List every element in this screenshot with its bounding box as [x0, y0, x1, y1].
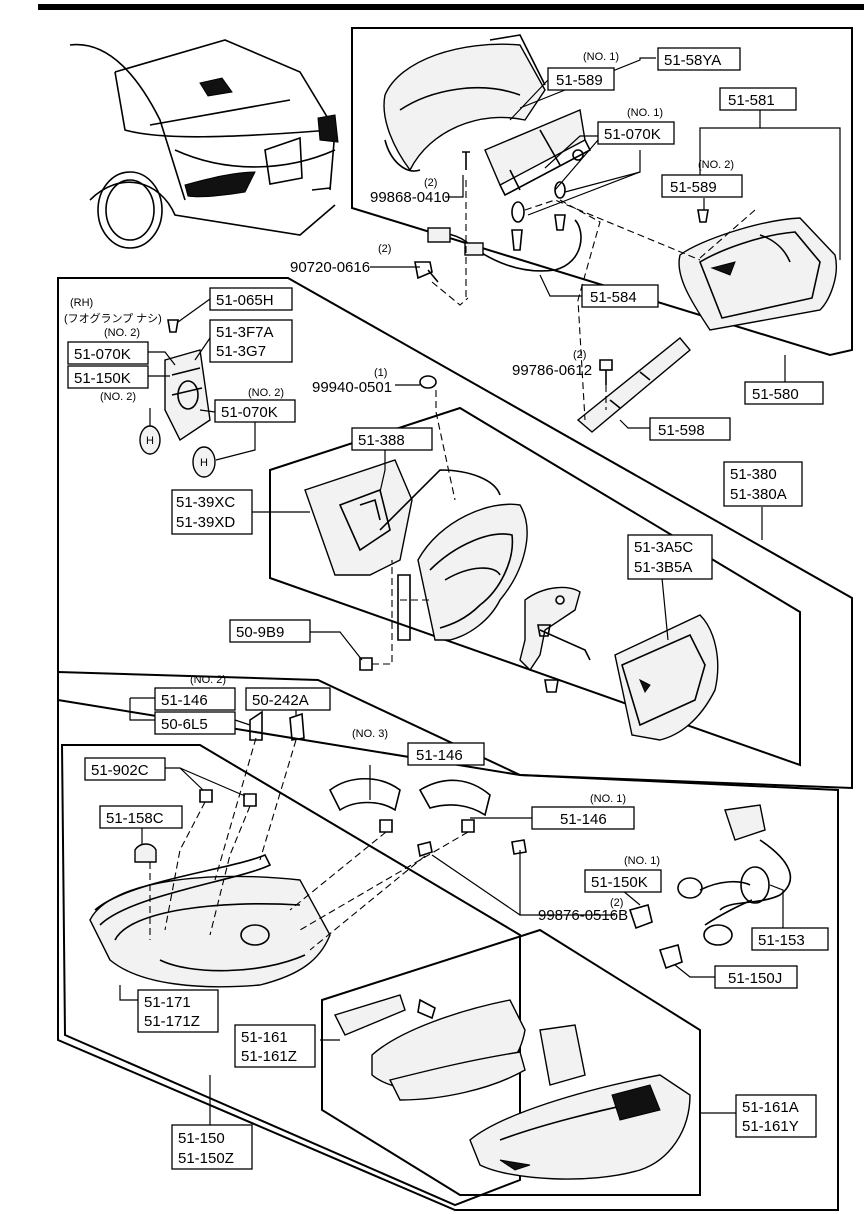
- high-mount-lamp-housing: [383, 34, 592, 197]
- high-mount-lens: [678, 217, 837, 331]
- label-51-150k-rh: 51-150K: [74, 370, 131, 387]
- lens-components-bottom: [334, 994, 691, 1180]
- partno-99786-0612: 99786-0612: [512, 362, 592, 379]
- note-two-c: (2): [573, 349, 586, 361]
- note-rh: (RH): [70, 297, 93, 309]
- bulb-mark-h1: H: [146, 435, 154, 447]
- rear-lamp-housing-gasket: [304, 459, 413, 576]
- part-labels: 51-58YA 51-589 51-070K 51-581 51-589 51-…: [67, 47, 829, 1170]
- screws-bottom: [417, 839, 527, 858]
- bulb-mark-h2: H: [200, 457, 208, 469]
- label-51-161z: 51-161Z: [241, 1048, 297, 1065]
- label-51-39xc: 51-39XC: [176, 494, 235, 511]
- note-no1-a: (NO. 1): [583, 51, 619, 63]
- label-51-146-a: 51-146: [161, 692, 208, 709]
- label-51-171: 51-171: [144, 994, 191, 1011]
- partno-99876-0516b: 99876-0516B: [538, 907, 628, 924]
- label-51-070k-rh2: 51-070K: [221, 404, 278, 421]
- note-no3: (NO. 3): [352, 728, 388, 740]
- label-51-39xd: 51-39XD: [176, 514, 235, 531]
- partno-99940-0501: 99940-0501: [312, 379, 392, 396]
- label-51-065h: 51-065H: [216, 292, 274, 309]
- screws-mid: [359, 624, 559, 693]
- label-51-584: 51-584: [590, 289, 637, 306]
- label-51-580: 51-580: [752, 386, 799, 403]
- note-two-a: (2): [424, 177, 437, 189]
- label-51-158c: 51-158C: [106, 810, 164, 827]
- rear-combination-lamp-body: [89, 853, 331, 988]
- label-51-380a: 51-380A: [730, 486, 787, 503]
- label-51-388: 51-388: [358, 432, 405, 449]
- label-51-161y: 51-161Y: [742, 1118, 799, 1135]
- label-50-6l5: 50-6L5: [161, 716, 208, 733]
- note-no1-c: (NO. 1): [590, 793, 626, 805]
- label-51-3b5a: 51-3B5A: [634, 559, 692, 576]
- label-51-146-c: 51-146: [560, 811, 607, 828]
- note-no2-d: (NO. 2): [248, 387, 284, 399]
- label-50-9b9: 50-9B9: [236, 624, 284, 641]
- note-no2-b: (NO. 2): [104, 327, 140, 339]
- label-51-161a: 51-161A: [742, 1099, 799, 1116]
- label-51-150z: 51-150Z: [178, 1150, 234, 1167]
- label-51-150k-b: 51-150K: [591, 874, 648, 891]
- label-51-150: 51-150: [178, 1130, 225, 1147]
- lamp-assy-panel: [269, 406, 801, 767]
- wiring-harness: [628, 804, 792, 970]
- high-mount-panel: [351, 27, 853, 357]
- annotations: (NO. 1) (NO. 1) (NO. 2) (2) 99868-0410 (…: [64, 51, 734, 924]
- lens-subpanel: [321, 928, 701, 1196]
- rear-lamp-body: [379, 469, 528, 641]
- note-no2-e: (NO. 2): [190, 674, 226, 686]
- note-one-a: (1): [374, 367, 387, 379]
- rh-side-marker-lamp: H H: [139, 319, 216, 478]
- label-51-161: 51-161: [241, 1029, 288, 1046]
- lamp-bracket-mid: [519, 586, 591, 672]
- note-no1-b: (NO. 1): [627, 107, 663, 119]
- label-51-146-b: 51-146: [416, 747, 463, 764]
- label-51-070k-top: 51-070K: [604, 126, 661, 143]
- partno-99868-0410: 99868-0410: [370, 189, 450, 206]
- note-two-b: (2): [378, 243, 391, 255]
- label-51-3g7: 51-3G7: [216, 343, 266, 360]
- label-51-153: 51-153: [758, 932, 805, 949]
- screws-top: [414, 151, 613, 389]
- partno-90720-0616: 90720-0616: [290, 259, 370, 276]
- label-51-070k-rh: 51-070K: [74, 346, 131, 363]
- label-51-589-b: 51-589: [670, 179, 717, 196]
- inner-combination-subpanel: [60, 744, 521, 1207]
- note-no1-d: (NO. 1): [624, 855, 660, 867]
- label-51-3f7a: 51-3F7A: [216, 324, 274, 341]
- label-51-58ya: 51-58YA: [664, 52, 721, 69]
- label-51-171z: 51-171Z: [144, 1013, 200, 1030]
- label-50-242a: 50-242A: [252, 692, 309, 709]
- label-51-581: 51-581: [728, 92, 775, 109]
- leader-lines: [119, 57, 841, 1125]
- car-rear-illustration: [69, 39, 339, 249]
- high-mount-bulbs-wiring: [427, 181, 709, 272]
- label-51-589-a: 51-589: [556, 72, 603, 89]
- bulb-sockets-top: [134, 710, 305, 863]
- label-51-598: 51-598: [658, 422, 705, 439]
- outer-lens-mid: [614, 614, 719, 741]
- label-51-902c: 51-902C: [91, 762, 149, 779]
- label-51-150j: 51-150J: [728, 970, 782, 987]
- label-51-3a5c: 51-3A5C: [634, 539, 693, 556]
- note-no2-c: (NO. 2): [100, 391, 136, 403]
- note-two-d: (2): [610, 897, 623, 909]
- note-no2-a: (NO. 2): [698, 159, 734, 171]
- rear-combination-panel: [57, 670, 839, 1211]
- note-rh-no-foglamp: (フオグランプ ナシ): [64, 311, 162, 325]
- socket-holders: [328, 778, 491, 833]
- top-rule: [38, 4, 864, 10]
- label-51-380: 51-380: [730, 466, 777, 483]
